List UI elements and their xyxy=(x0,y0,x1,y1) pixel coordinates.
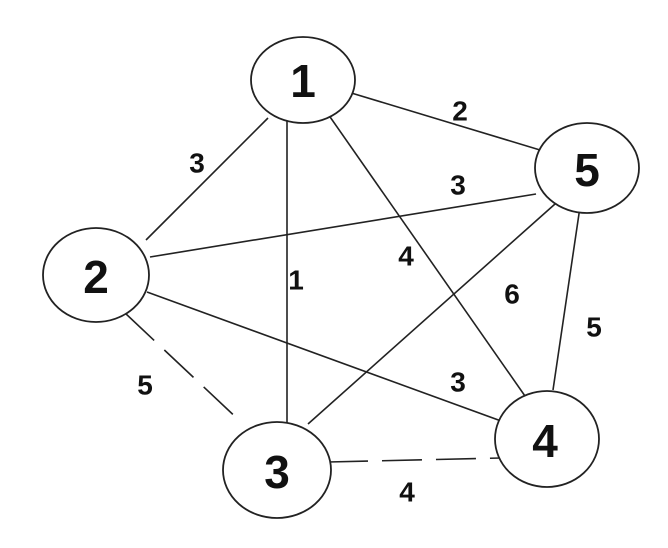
weight-label-2-4: 3 xyxy=(450,367,466,398)
weight-label-1-4: 4 xyxy=(398,241,414,272)
node-circle-2 xyxy=(42,227,150,323)
weight-label-4-5: 5 xyxy=(586,312,602,343)
edge-2-4 xyxy=(146,291,513,426)
edge-1-4 xyxy=(327,113,526,397)
weight-label-1-3: 1 xyxy=(288,265,304,296)
node-4: 4 xyxy=(494,390,600,488)
node-circle-3 xyxy=(222,421,332,519)
edge-1-5 xyxy=(347,91,541,151)
node-1: 1 xyxy=(250,36,356,124)
weight-label-3-5: 6 xyxy=(504,279,520,310)
node-3: 3 xyxy=(222,421,332,519)
node-label-3: 3 xyxy=(264,446,290,498)
node-label-2: 2 xyxy=(83,251,109,303)
weight-label-2-3: 5 xyxy=(137,370,153,401)
edge-1-2 xyxy=(145,117,269,241)
edge-4-5 xyxy=(552,206,581,391)
edge-2-3 xyxy=(124,312,243,424)
edge-2-5 xyxy=(149,193,537,258)
weight-label-2-5: 3 xyxy=(450,170,466,201)
node-2: 2 xyxy=(42,227,150,323)
node-circle-4 xyxy=(494,390,600,488)
node-circle-5 xyxy=(534,122,640,214)
weight-label-3-4: 4 xyxy=(399,477,415,508)
edges xyxy=(124,91,581,463)
edge-3-4 xyxy=(327,457,502,463)
weight-label-1-2: 3 xyxy=(189,148,205,179)
edge-3-5 xyxy=(307,203,556,425)
node-label-1: 1 xyxy=(290,55,316,107)
node-5: 5 xyxy=(534,122,640,214)
weight-label-1-5: 2 xyxy=(452,96,468,127)
node-label-4: 4 xyxy=(532,415,558,467)
node-label-5: 5 xyxy=(574,144,600,196)
node-circle-1 xyxy=(250,36,356,124)
edge-weights: 2 3 3 1 4 6 5 5 3 4 xyxy=(137,96,602,508)
